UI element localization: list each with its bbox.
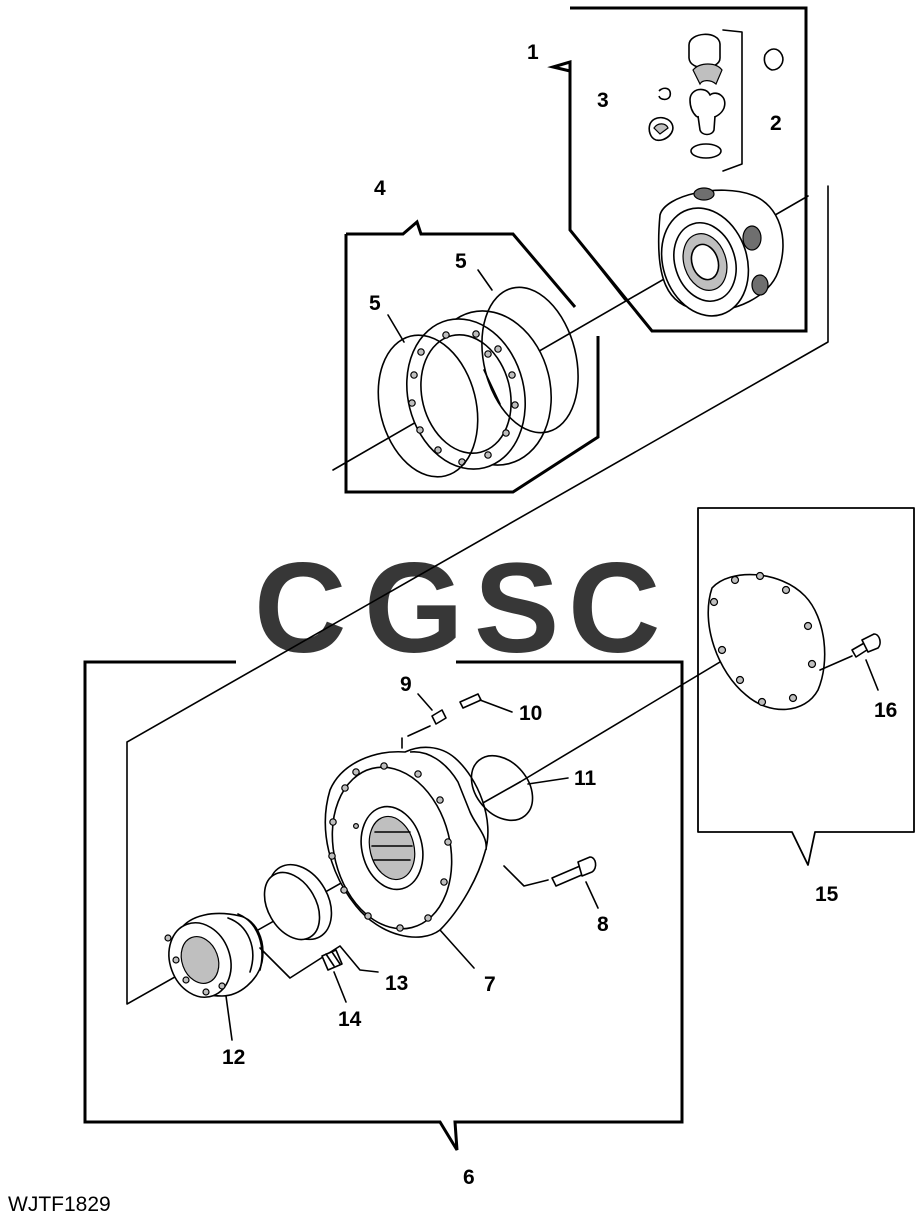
part-12-spindle [164,912,264,1041]
part-3-retainer-clips [648,48,784,142]
callout-9: 9 [400,673,412,696]
bracket-group-6 [83,660,684,1151]
part-9-plug [417,693,447,725]
part-8-housing-bolt [503,856,599,909]
part-13-seal-ring [259,863,379,979]
callout-15: 15 [815,883,839,906]
part-10-plug-screw [407,693,513,737]
callout-16: 16 [874,699,897,722]
callout-6: 6 [463,1166,475,1189]
bracket-group-2 [722,29,743,172]
part-1-hub-carrier [657,187,784,317]
callout-12: 12 [222,1046,245,1069]
part-7-wheel-housing [324,737,489,938]
part-5-o-ring-front [377,334,479,478]
leader-5-rear [477,269,493,291]
callout-2: 2 [770,112,782,135]
callout-8: 8 [597,913,609,936]
part-5-o-ring-rear [481,286,579,434]
leader-11 [527,777,569,785]
part-4-ring-gear [405,310,552,470]
bracket-group-1 [547,6,808,333]
figure-id: WJTF1829 [8,1193,111,1216]
part-14-set-screw [321,949,347,1003]
callout-5-front: 5 [369,292,381,315]
watermark-letter-1: C [254,537,346,680]
part-16-cover-bolt [819,633,881,691]
bracket-group-4 [346,219,577,308]
callout-3: 3 [597,89,609,112]
part-11-o-ring [470,754,534,822]
leader-5-front [387,314,405,343]
watermark-letter-4: C [568,537,660,680]
callout-10: 10 [519,702,542,725]
callout-4: 4 [374,177,386,200]
callout-7: 7 [484,973,496,996]
callout-13: 13 [385,972,408,995]
bracket-group-4-lower [344,234,600,494]
callout-1: 1 [527,41,539,64]
callout-5-rear: 5 [455,250,467,273]
part-15-cover-plate [707,571,826,711]
watermark-letter-3: S [474,537,559,680]
watermark-logo: C G S C [254,537,660,680]
callout-11: 11 [574,767,597,790]
watermark-letter-2: G [364,537,464,680]
leader-7 [439,929,475,969]
bracket-group-15 [697,507,915,866]
part-2-pin-roller-set [688,33,726,159]
callout-14: 14 [338,1008,362,1031]
